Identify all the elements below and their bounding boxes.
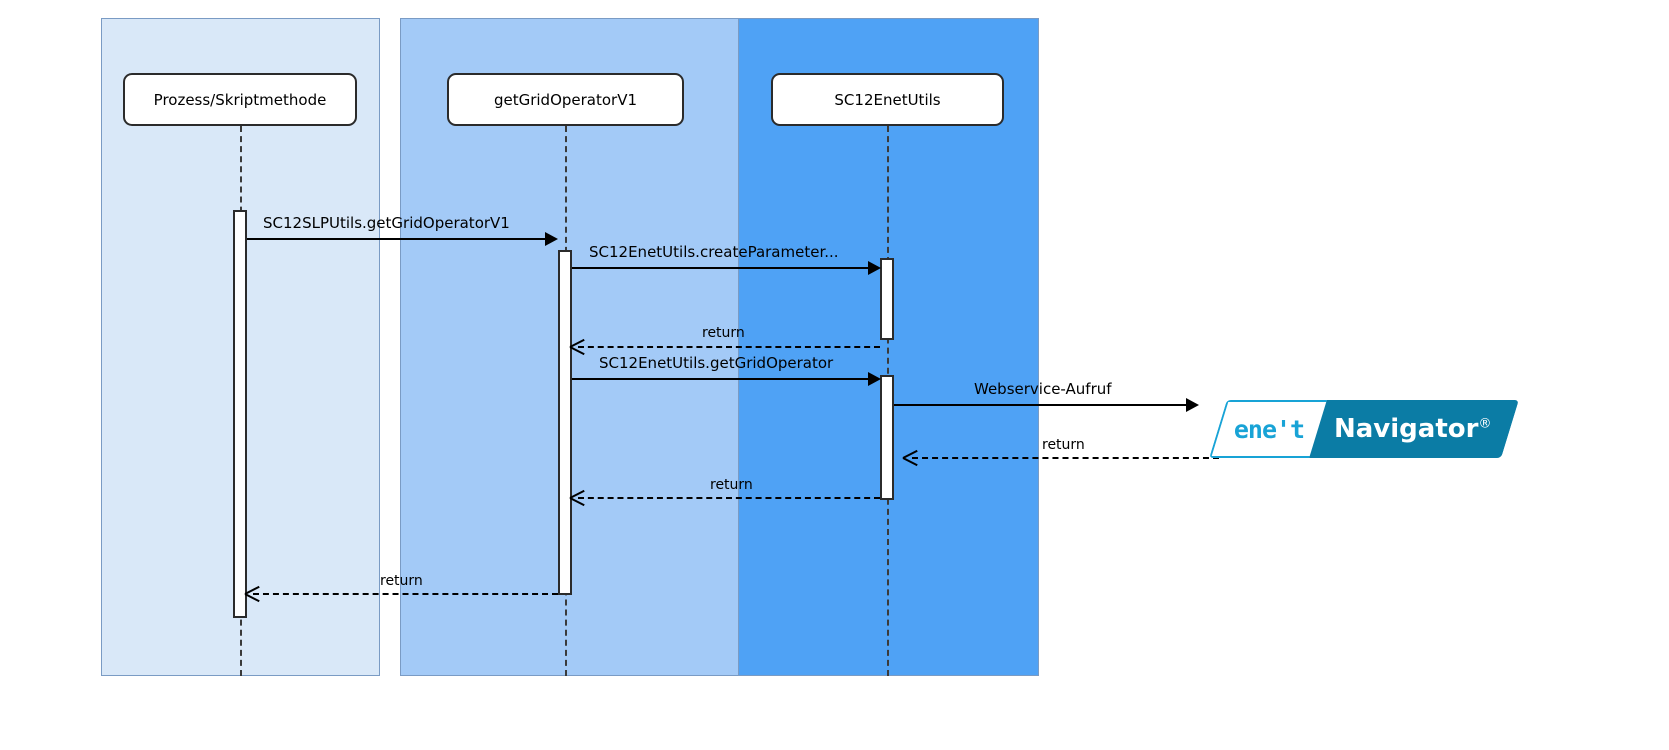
message-line-m2 bbox=[572, 267, 874, 269]
lifeline-box-getgridoperatorv1[interactable]: getGridOperatorV1 bbox=[447, 73, 684, 126]
activation-getgridoperatorv1 bbox=[558, 250, 572, 595]
enet-product-text: Navigator® bbox=[1334, 414, 1492, 444]
message-arrowhead-m4 bbox=[868, 372, 881, 386]
message-line-m8 bbox=[253, 593, 558, 595]
message-label-m4: SC12EnetUtils.getGridOperator bbox=[599, 354, 834, 372]
message-label-m2: SC12EnetUtils.createParameter... bbox=[589, 243, 839, 261]
message-arrowhead-m3 bbox=[570, 338, 584, 354]
message-label-m1: SC12SLPUtils.getGridOperatorV1 bbox=[263, 214, 510, 232]
message-arrowhead-m6 bbox=[903, 449, 917, 465]
lifeline-box-sc12enetutils[interactable]: SC12EnetUtils bbox=[771, 73, 1004, 126]
enet-logo-product-panel: Navigator® bbox=[1309, 400, 1519, 458]
lifeline-label-sc12enetutils: SC12EnetUtils bbox=[834, 90, 941, 109]
enet-brand-text: ene't bbox=[1234, 414, 1305, 444]
message-line-m6 bbox=[912, 457, 1219, 459]
lifeline-label-prozess: Prozess/Skriptmethode bbox=[153, 90, 327, 109]
enet-logo-brand-panel: ene't bbox=[1209, 400, 1328, 458]
message-label-m3: return bbox=[702, 325, 745, 341]
message-label-m8: return bbox=[380, 573, 423, 589]
message-arrowhead-m7 bbox=[570, 489, 584, 505]
message-line-m4 bbox=[572, 378, 874, 380]
message-arrowhead-m8 bbox=[245, 585, 259, 601]
activation-sc12enetutils-create bbox=[880, 258, 894, 340]
lifeline-label-getgridoperatorv1: getGridOperatorV1 bbox=[493, 90, 638, 109]
enet-navigator-logo[interactable]: ene't Navigator® bbox=[1209, 400, 1519, 458]
lifeline-box-prozess[interactable]: Prozess/Skriptmethode bbox=[123, 73, 357, 126]
message-arrowhead-m5 bbox=[1186, 398, 1199, 412]
message-line-m1 bbox=[247, 238, 552, 240]
message-arrowhead-m2 bbox=[868, 261, 881, 275]
activation-prozess bbox=[233, 210, 247, 618]
message-line-m5 bbox=[894, 404, 1188, 406]
enet-trademark-symbol: ® bbox=[1478, 416, 1492, 432]
message-label-m7: return bbox=[710, 477, 753, 493]
message-arrowhead-m1 bbox=[545, 232, 558, 246]
activation-sc12enetutils-getgridoperator bbox=[880, 375, 894, 500]
message-label-m5: Webservice-Aufruf bbox=[974, 380, 1112, 398]
message-label-m6: return bbox=[1042, 437, 1085, 453]
message-line-m3 bbox=[578, 346, 880, 348]
enet-product-name: Navigator bbox=[1334, 414, 1479, 444]
message-line-m7 bbox=[578, 497, 880, 499]
